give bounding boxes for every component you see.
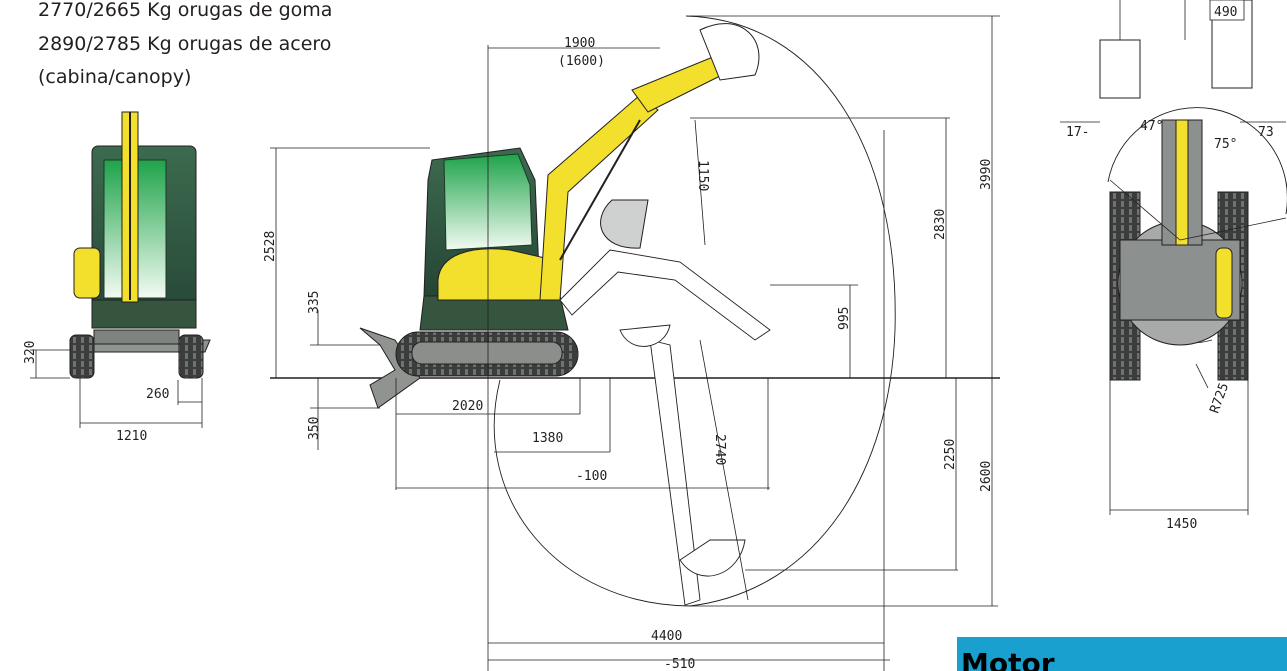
front-track-right xyxy=(178,334,204,379)
side-engine-cover xyxy=(437,248,549,301)
dim-3990: 3990 xyxy=(979,159,994,190)
dim-4510: -510 xyxy=(664,657,695,671)
weight-rubber-tracks: 2770/2665 Kg orugas de goma xyxy=(38,0,333,21)
dim-320: 320 xyxy=(23,341,38,364)
bucket-narrow xyxy=(1099,39,1141,99)
dim-260: 260 xyxy=(146,387,169,402)
boom-cylinder xyxy=(559,119,641,261)
boom-ghost-horizontal xyxy=(559,249,771,341)
top-engine-cover xyxy=(1215,247,1233,319)
dim-490: 490 xyxy=(1214,5,1237,20)
dim-2528: 2528 xyxy=(263,231,278,262)
dim-1900: 1900 xyxy=(564,36,595,51)
dim-350: 350 xyxy=(307,417,322,440)
side-track-frame xyxy=(411,341,563,365)
top-view: 490 17- 47° 75° 73 R725 1450 xyxy=(1060,0,1287,532)
dim-1380: 1380 xyxy=(532,431,563,446)
dim-1600: (1600) xyxy=(558,54,605,69)
weight-note: (cabina/canopy) xyxy=(38,66,192,88)
angle-47: 47° xyxy=(1140,119,1163,134)
angle-75: 75° xyxy=(1214,137,1237,152)
dim-2020: 2020 xyxy=(452,399,483,414)
dim-995: 995 xyxy=(837,307,852,330)
bucket-mid xyxy=(600,199,649,249)
front-engine-cover xyxy=(73,247,101,299)
reach-envelope-arc xyxy=(493,15,896,607)
front-lower-body xyxy=(91,299,197,329)
bucket-top xyxy=(699,23,760,81)
side-view: 1900 (1600) 2528 335 350 1150 3990 2830 … xyxy=(263,15,1000,671)
section-header-motor: Motor xyxy=(957,637,1287,671)
dim-1150: 1150 xyxy=(695,160,710,191)
dim-4400: 4400 xyxy=(651,629,682,644)
dim-1450: 1450 xyxy=(1166,517,1197,532)
top-boom-yellow xyxy=(1175,119,1189,246)
radius-725: R725 xyxy=(1207,381,1232,416)
dim-4100: -100 xyxy=(576,469,607,484)
front-view: 320 260 1210 xyxy=(23,111,211,444)
weight-steel-tracks: 2890/2785 Kg orugas de acero xyxy=(38,33,332,55)
dim-2600: 2600 xyxy=(979,461,994,492)
arm-ghost-deep xyxy=(649,339,701,606)
dim-2250: 2250 xyxy=(943,439,958,470)
dim-73: 73 xyxy=(1258,125,1274,140)
bucket-ground xyxy=(619,324,671,347)
dim-1210: 1210 xyxy=(116,429,147,444)
front-undercarriage xyxy=(93,329,180,345)
front-track-left xyxy=(69,334,95,379)
bucket-deep xyxy=(679,539,746,577)
side-upper-frame xyxy=(419,295,569,331)
dim-2830: 2830 xyxy=(933,209,948,240)
section-title: Motor xyxy=(961,647,1055,671)
swing-arc xyxy=(1107,107,1287,215)
dim-335: 335 xyxy=(307,291,322,314)
dim-17: 17- xyxy=(1066,125,1089,140)
dim-2740: 2740 xyxy=(712,434,727,465)
